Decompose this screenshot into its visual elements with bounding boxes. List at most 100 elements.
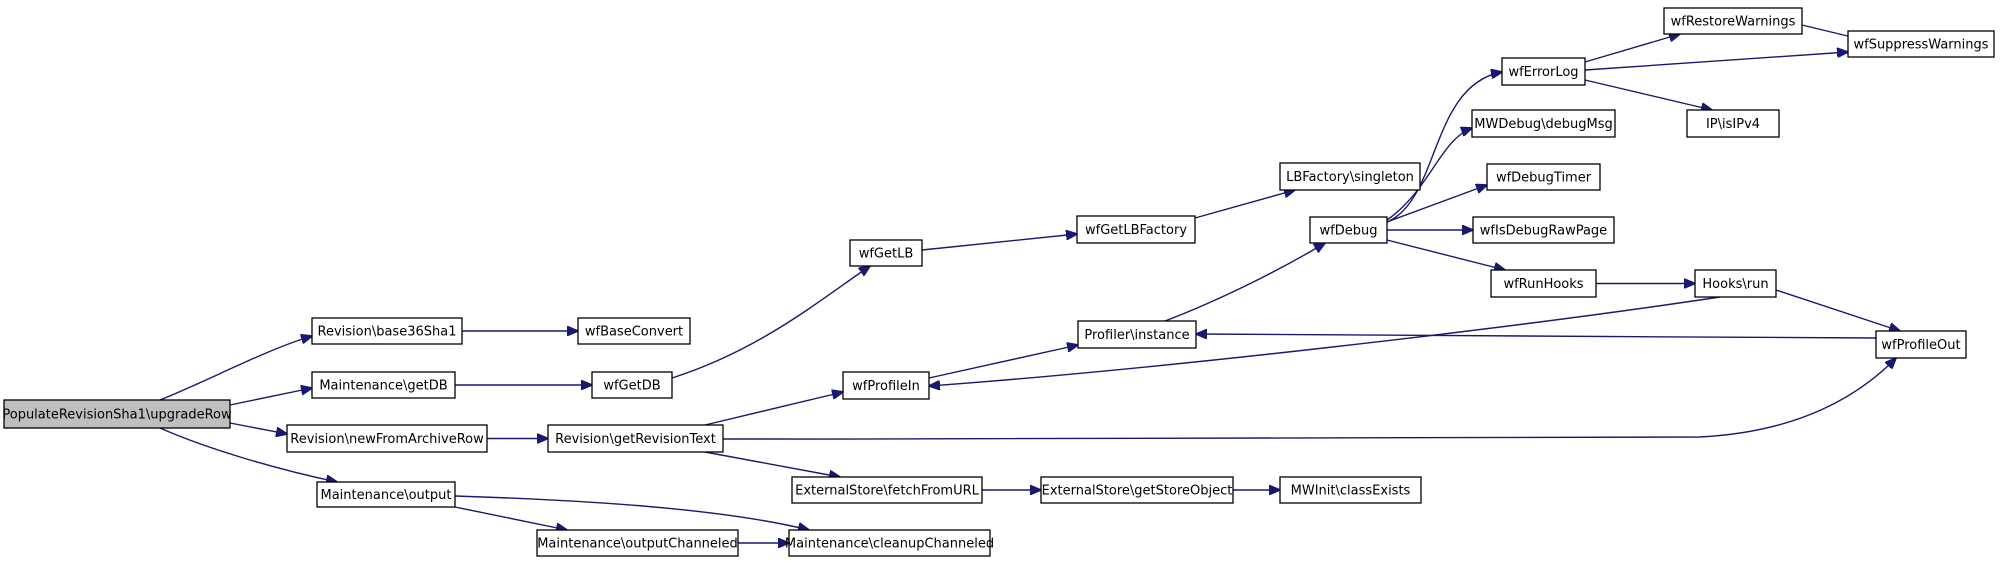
node-wf-get-lbfactory[interactable]: wfGetLBFactory <box>1076 215 1196 244</box>
edge-wf-error-log-to-wf-restore-warnings <box>1584 34 1680 63</box>
node-output[interactable]: Maintenance\output <box>316 481 456 508</box>
edge-hooks-run-to-wf-profile-in <box>929 296 1721 386</box>
node-wf-error-log[interactable]: wfErrorLog <box>1501 57 1586 86</box>
edge-wf-error-log-to-wf-suppress-warnings <box>1584 52 1848 71</box>
node-label: wfRestoreWarnings <box>1671 15 1796 30</box>
node-wf-restore-warnings[interactable]: wfRestoreWarnings <box>1663 7 1803 35</box>
node-label: Revision\newFromArchiveRow <box>290 432 484 447</box>
node-label: wfProfileOut <box>1881 338 1960 353</box>
node-box <box>1077 320 1197 349</box>
node-box <box>1663 7 1803 35</box>
edges-layer <box>159 24 1900 543</box>
node-label: PopulateRevisionSha1\upgradeRow <box>2 408 232 423</box>
node-box <box>1472 216 1615 244</box>
node-box <box>1686 109 1780 138</box>
node-label: wfDebug <box>1320 224 1378 239</box>
node-label: Maintenance\cleanupChanneled <box>785 537 994 552</box>
node-wf-profile-out[interactable]: wfProfileOut <box>1875 330 1967 359</box>
node-label: LBFactory\singleton <box>1286 170 1414 185</box>
node-box <box>311 371 456 399</box>
node-label: MWDebug\debugMsg <box>1474 117 1612 132</box>
node-box <box>791 476 983 504</box>
edge-wf-debug-to-debug-msg <box>1386 128 1472 221</box>
node-label: wfProfileIn <box>852 379 920 394</box>
node-output-channeled[interactable]: Maintenance\outputChanneled <box>536 529 739 557</box>
node-debug-msg[interactable]: MWDebug\debugMsg <box>1471 109 1616 138</box>
node-box <box>311 317 463 345</box>
nodes-layer: PopulateRevisionSha1\upgradeRowRevision\… <box>2 7 1995 557</box>
edge-wf-debug-to-wf-run-hooks <box>1386 239 1505 270</box>
node-label: wfBaseConvert <box>585 325 683 340</box>
node-box <box>547 424 724 453</box>
node-label: ExternalStore\getStoreObject <box>1042 484 1233 499</box>
node-label: Revision\getRevisionText <box>555 432 716 447</box>
node-box <box>536 529 739 557</box>
node-label: wfErrorLog <box>1508 65 1578 80</box>
node-label: Maintenance\output <box>321 488 452 503</box>
node-label: wfIsDebugRawPage <box>1480 224 1607 239</box>
edge-output-to-output-channeled <box>454 506 567 530</box>
node-label: Hooks\run <box>1702 277 1768 292</box>
node-box <box>316 481 456 508</box>
edge-output-to-cleanup-channeled <box>454 495 809 530</box>
node-box <box>1501 57 1586 86</box>
node-wf-suppress-warnings[interactable]: wfSuppressWarnings <box>1847 30 1995 58</box>
node-upgrade-row[interactable]: PopulateRevisionSha1\upgradeRow <box>2 399 232 429</box>
node-label: Profiler\instance <box>1084 328 1189 343</box>
edge-wf-get-lb-to-wf-get-lbfactory <box>921 234 1077 251</box>
node-box <box>591 371 673 399</box>
node-singleton[interactable]: LBFactory\singleton <box>1279 162 1421 191</box>
node-box <box>1309 216 1388 244</box>
node-label: Maintenance\getDB <box>319 379 447 394</box>
node-hooks-run[interactable]: Hooks\run <box>1694 269 1777 298</box>
node-box <box>1486 163 1601 191</box>
node-box <box>1279 162 1421 191</box>
node-wf-get-db[interactable]: wfGetDB <box>591 371 673 399</box>
node-box <box>849 239 923 267</box>
node-box <box>577 317 691 345</box>
node-wf-base-convert[interactable]: wfBaseConvert <box>577 317 691 345</box>
node-wf-debug-timer[interactable]: wfDebugTimer <box>1486 163 1601 191</box>
node-is-ipv4[interactable]: IP\isIPv4 <box>1686 109 1780 138</box>
edge-wf-debug-to-wf-debug-timer <box>1386 185 1487 223</box>
node-profiler-instance[interactable]: Profiler\instance <box>1077 320 1197 349</box>
node-get-revision-text[interactable]: Revision\getRevisionText <box>547 424 724 453</box>
node-wf-get-lb[interactable]: wfGetLB <box>849 239 923 267</box>
edge-profiler-instance-to-wf-debug <box>1164 243 1325 322</box>
edge-upgrade-row-to-base36-sha1 <box>159 336 312 401</box>
node-label: wfGetLB <box>859 247 914 262</box>
edge-wf-get-db-to-wf-get-lb <box>671 266 870 379</box>
node-box <box>1471 109 1616 138</box>
node-box <box>1076 215 1196 244</box>
node-wf-profile-in[interactable]: wfProfileIn <box>842 371 930 400</box>
node-base36-sha1[interactable]: Revision\base36Sha1 <box>311 317 463 345</box>
node-label: wfRunHooks <box>1503 277 1583 292</box>
node-wf-is-debug-raw-page[interactable]: wfIsDebugRawPage <box>1472 216 1615 244</box>
node-fetch-from-url[interactable]: ExternalStore\fetchFromURL <box>791 476 983 504</box>
node-box <box>842 371 930 400</box>
edge-wf-profile-in-to-profiler-instance <box>928 345 1078 379</box>
node-label: IP\isIPv4 <box>1706 117 1760 132</box>
node-box <box>788 529 991 557</box>
node-box <box>1279 476 1422 504</box>
node-label: Maintenance\outputChanneled <box>537 537 738 552</box>
node-box <box>3 399 231 429</box>
node-wf-run-hooks[interactable]: wfRunHooks <box>1490 269 1597 298</box>
edge-wf-get-lbfactory-to-singleton <box>1194 190 1295 219</box>
node-new-from-archive-row[interactable]: Revision\newFromArchiveRow <box>286 424 488 453</box>
node-label: MWInit\classExists <box>1291 484 1411 499</box>
edge-get-revision-text-to-wf-profile-in <box>704 392 843 426</box>
node-class-exists[interactable]: MWInit\classExists <box>1279 476 1422 504</box>
node-wf-debug[interactable]: wfDebug <box>1309 216 1388 244</box>
node-get-store-object[interactable]: ExternalStore\getStoreObject <box>1040 476 1234 504</box>
edge-upgrade-row-to-get-db <box>229 388 312 406</box>
node-box <box>286 424 488 453</box>
node-box <box>1040 476 1234 504</box>
node-label: wfGetDB <box>603 379 660 394</box>
edge-wf-debug-to-wf-error-log <box>1386 72 1502 223</box>
edge-upgrade-row-to-new-from-archive-row <box>229 422 287 434</box>
node-label: wfSuppressWarnings <box>1853 38 1988 53</box>
node-cleanup-channeled[interactable]: Maintenance\cleanupChanneled <box>785 529 994 557</box>
node-get-db[interactable]: Maintenance\getDB <box>311 371 456 399</box>
